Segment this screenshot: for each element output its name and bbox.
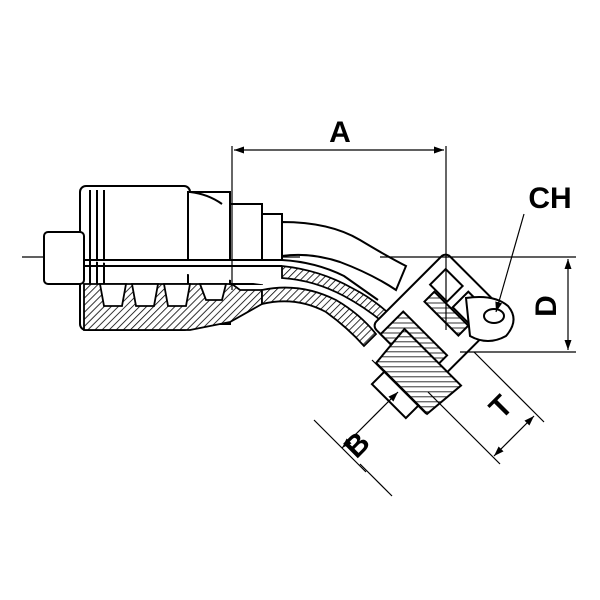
dimension-d [380,256,576,353]
label-t: T [483,389,519,425]
hex-flats [464,296,515,342]
dimension-ch [495,213,525,313]
dimension-a [231,146,447,330]
label-b: B [338,426,377,465]
label-a: A [329,116,351,149]
label-d: D [530,295,563,317]
dimension-t [427,351,545,465]
bent-tube-section [261,265,400,348]
ferrule-section [83,283,263,331]
label-ch: CH [528,182,571,215]
dimension-b [313,359,427,497]
